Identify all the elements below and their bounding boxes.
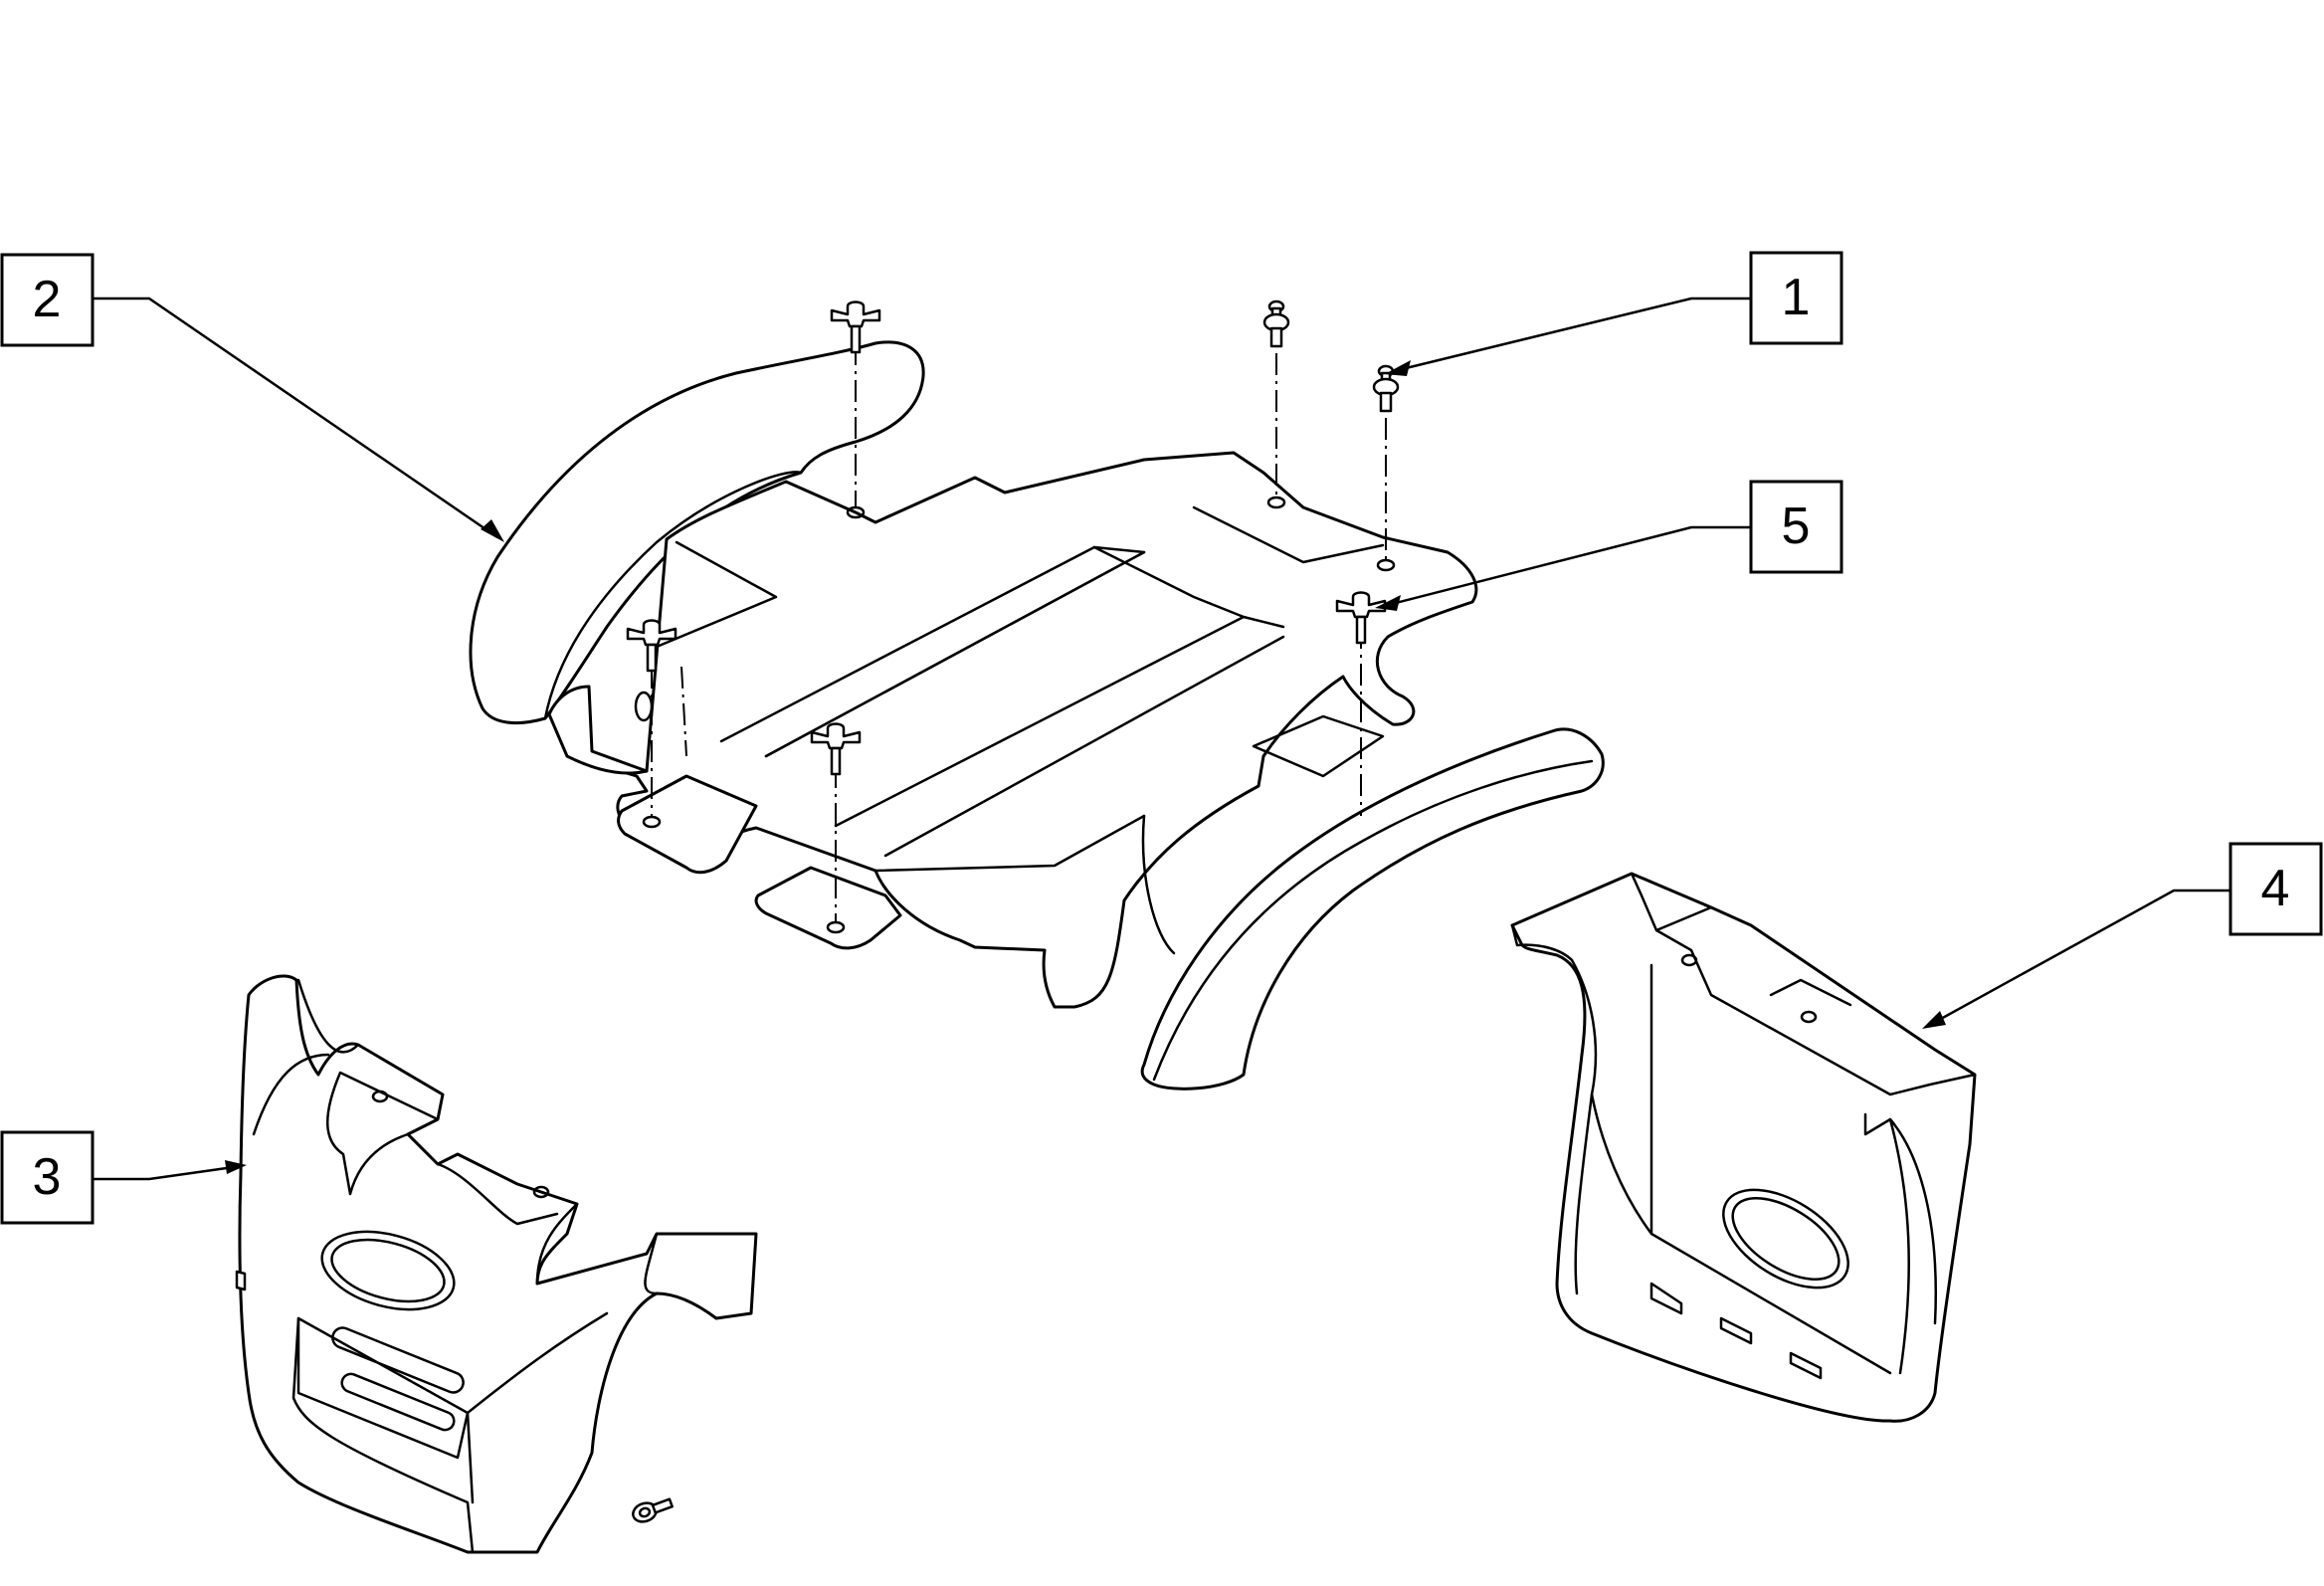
callout-1: 1 xyxy=(1749,251,1843,345)
callout-3-number: 3 xyxy=(33,1148,62,1206)
cover-oval-port-right xyxy=(1722,1188,1849,1289)
callout-4-number: 4 xyxy=(2261,860,2290,917)
cover-oval-port xyxy=(320,1230,456,1311)
main-shroud xyxy=(469,340,1605,1090)
wing-nut xyxy=(1335,591,1387,645)
fasteners xyxy=(626,299,1400,1523)
push-rivet xyxy=(1372,364,1400,413)
wing-nut xyxy=(810,722,862,776)
right-flange xyxy=(754,866,902,950)
left-flange xyxy=(617,774,758,875)
wing-nut xyxy=(830,300,881,354)
push-rivet xyxy=(632,1497,674,1523)
tunnel-body xyxy=(550,451,1478,1009)
callout-3: 3 xyxy=(0,1130,95,1225)
callout-2-number: 2 xyxy=(33,271,62,328)
centerlines xyxy=(651,343,1387,922)
callout-4: 4 xyxy=(2228,842,2323,936)
callout-2: 2 xyxy=(0,253,95,347)
right-fender xyxy=(1140,727,1605,1090)
wing-nut xyxy=(626,619,678,673)
left-rear-cover xyxy=(235,974,758,1554)
push-rivet xyxy=(1262,299,1290,348)
callout-5-number: 5 xyxy=(1782,497,1811,555)
callout-5: 5 xyxy=(1749,480,1843,574)
leader-lines xyxy=(93,297,2230,1181)
left-notch xyxy=(547,685,649,775)
callout-1-number: 1 xyxy=(1782,269,1811,326)
right-rear-cover xyxy=(1510,872,1977,1423)
